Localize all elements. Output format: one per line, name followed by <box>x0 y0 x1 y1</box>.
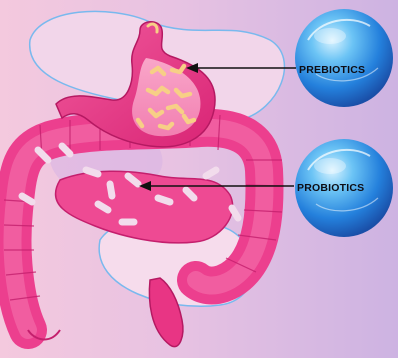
probiotics-label: PROBIOTICS <box>297 182 364 194</box>
probiotic-bacterium <box>206 170 216 176</box>
probiotic-bacterium <box>110 184 112 196</box>
probiotic-bacterium <box>86 170 98 174</box>
sphere-top <box>295 9 393 107</box>
glossy-blue-sphere-icon <box>295 9 393 107</box>
prebiotics-label: PREBIOTICS <box>299 64 365 76</box>
probiotic-bacterium <box>158 198 170 202</box>
probiotic-bacterium <box>232 208 238 218</box>
small-intestine <box>55 171 232 243</box>
